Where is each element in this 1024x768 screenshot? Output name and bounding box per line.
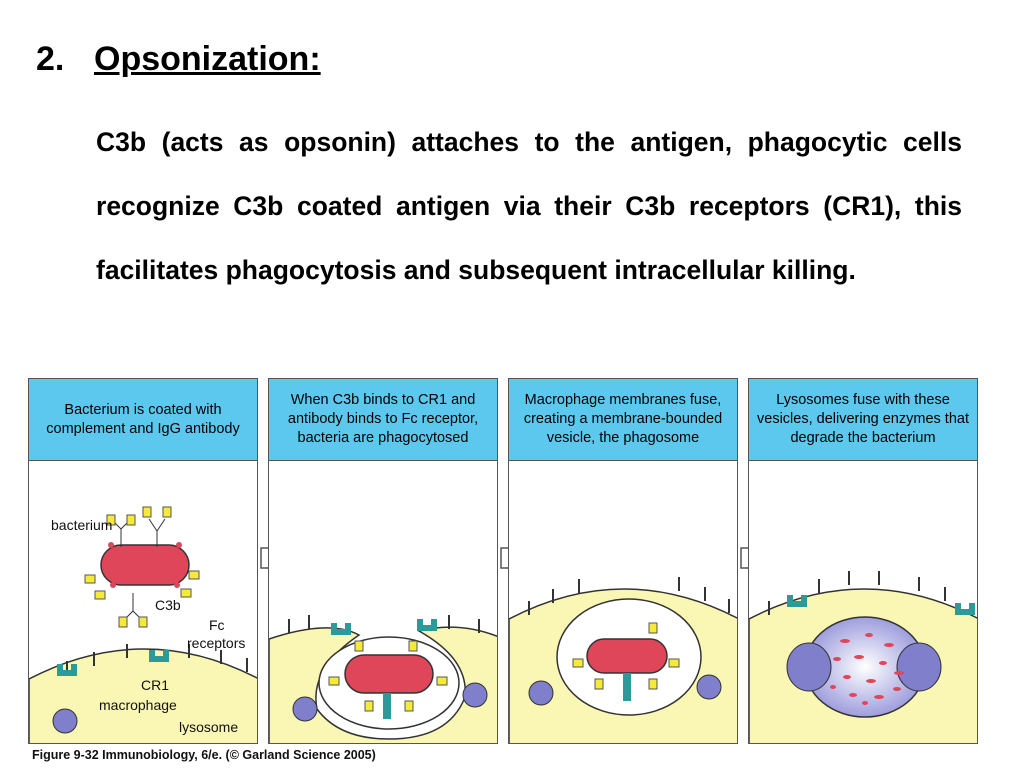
body-paragraph: C3b (acts as opsonin) attaches to the an… (96, 127, 962, 285)
slide-heading: 2. Opsonization: (36, 40, 321, 79)
figure-source-caption: Figure 9-32 Immunobiology, 6/e. (© Garla… (32, 748, 376, 762)
label-macrophage: macrophage (99, 697, 177, 713)
panel-1-caption: Bacterium is coated with complement and … (29, 379, 257, 461)
panel-4-caption: Lysosomes fuse with these vesicles, deli… (749, 379, 977, 461)
heading-number: 2. (36, 40, 65, 78)
label-cr1: CR1 (141, 677, 170, 693)
panel-2-illustration (269, 615, 497, 743)
panel-4-illustration (749, 571, 977, 743)
heading-title: Opsonization: (94, 40, 321, 78)
figure-panel-4: Lysosomes fuse with these vesicles, deli… (748, 378, 978, 744)
opsonization-figure: Bacterium is coated with complement and … (28, 378, 980, 744)
figure-panel-3: Macrophage membranes fuse, creating a me… (508, 378, 738, 744)
label-lysosome: lysosome (179, 719, 239, 735)
label-bacterium: bacterium (51, 517, 113, 533)
label-receptors: receptors (187, 635, 246, 651)
figure-panel-1: Bacterium is coated with complement and … (28, 378, 258, 744)
panel-3-illustration (509, 577, 737, 743)
label-fc: Fc (209, 617, 225, 633)
panel-3-caption: Macrophage membranes fuse, creating a me… (509, 379, 737, 461)
label-c3b: C3b (155, 597, 181, 613)
panel-1-illustration (29, 506, 257, 743)
panel-2-caption: When C3b binds to CR1 and antibody binds… (269, 379, 497, 461)
figure-panel-2: When C3b binds to CR1 and antibody binds… (268, 378, 498, 744)
